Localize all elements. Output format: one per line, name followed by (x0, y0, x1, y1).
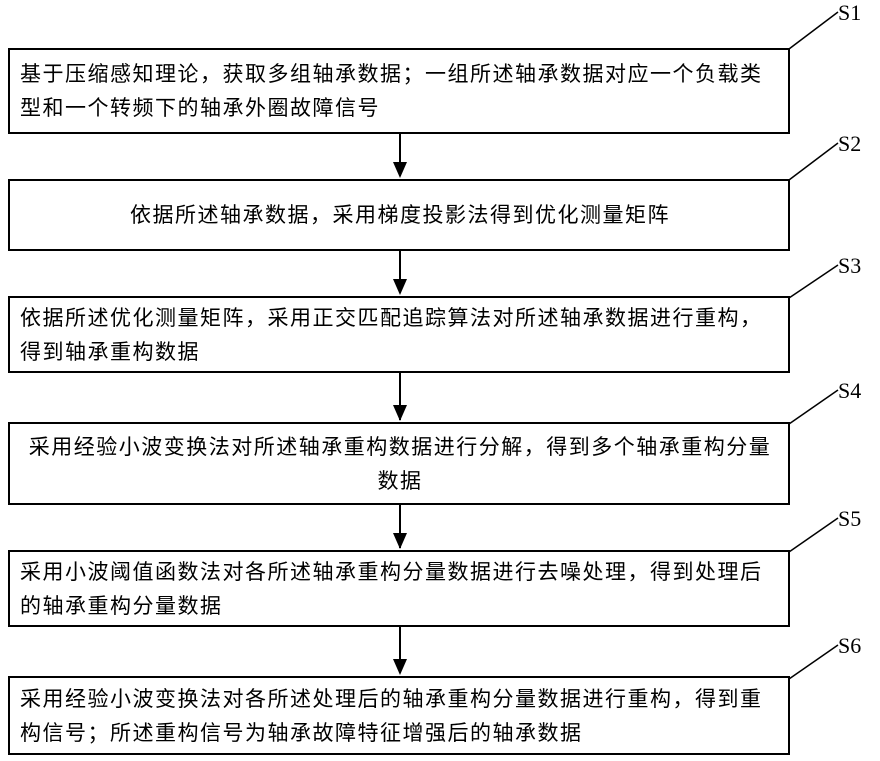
step-text-s6: 采用经验小波变换法对各所述处理后的轴承重构分量数据进行重构，得到重构信号；所述重… (10, 682, 788, 750)
step-box-s4: 采用经验小波变换法对所述轴承重构数据进行分解，得到多个轴承重构分量数据 (8, 422, 790, 505)
arrow-head-s2-s3 (393, 279, 407, 295)
arrow-head-s5-s6 (393, 659, 407, 675)
step-label-s5: S5 (838, 506, 861, 532)
step-text-s3: 依据所述优化测量矩阵，采用正交匹配追踪算法对所述轴承数据进行重构，得到轴承重构数… (10, 301, 788, 369)
step-box-s1: 基于压缩感知理论，获取多组轴承数据；一组所述轴承数据对应一个负载类型和一个转频下… (8, 48, 790, 134)
step-box-s3: 依据所述优化测量矩阵，采用正交匹配追踪算法对所述轴承数据进行重构，得到轴承重构数… (8, 296, 790, 373)
step-label-s2: S2 (838, 131, 861, 157)
leader-line-s2 (789, 143, 838, 180)
leader-line-s4 (789, 390, 838, 424)
step-box-s5: 采用小波阈值函数法对各所述轴承重构分量数据进行去噪处理，得到处理后的轴承重构分量… (8, 550, 790, 627)
leader-line-s1 (789, 12, 838, 49)
step-box-s6: 采用经验小波变换法对各所述处理后的轴承重构分量数据进行重构，得到重构信号；所述重… (8, 676, 790, 755)
step-text-s5: 采用小波阈值函数法对各所述轴承重构分量数据进行去噪处理，得到处理后的轴承重构分量… (10, 555, 788, 623)
step-label-s1: S1 (838, 0, 861, 26)
step-text-s1: 基于压缩感知理论，获取多组轴承数据；一组所述轴承数据对应一个负载类型和一个转频下… (10, 57, 788, 125)
step-label-s3: S3 (838, 253, 861, 279)
step-label-s4: S4 (838, 378, 861, 404)
leader-line-s6 (789, 645, 838, 679)
arrow-head-s1-s2 (393, 162, 407, 178)
arrow-head-s4-s5 (393, 533, 407, 549)
step-text-s4: 采用经验小波变换法对所述轴承重构数据进行分解，得到多个轴承重构分量数据 (10, 430, 788, 498)
leader-line-s3 (789, 265, 838, 298)
step-label-s6: S6 (838, 633, 861, 659)
leader-line-s5 (789, 518, 838, 552)
arrow-head-s3-s4 (393, 405, 407, 421)
step-box-s2: 依据所述轴承数据，采用梯度投影法得到优化测量矩阵 (8, 179, 790, 251)
step-text-s2: 依据所述轴承数据，采用梯度投影法得到优化测量矩阵 (10, 198, 788, 232)
